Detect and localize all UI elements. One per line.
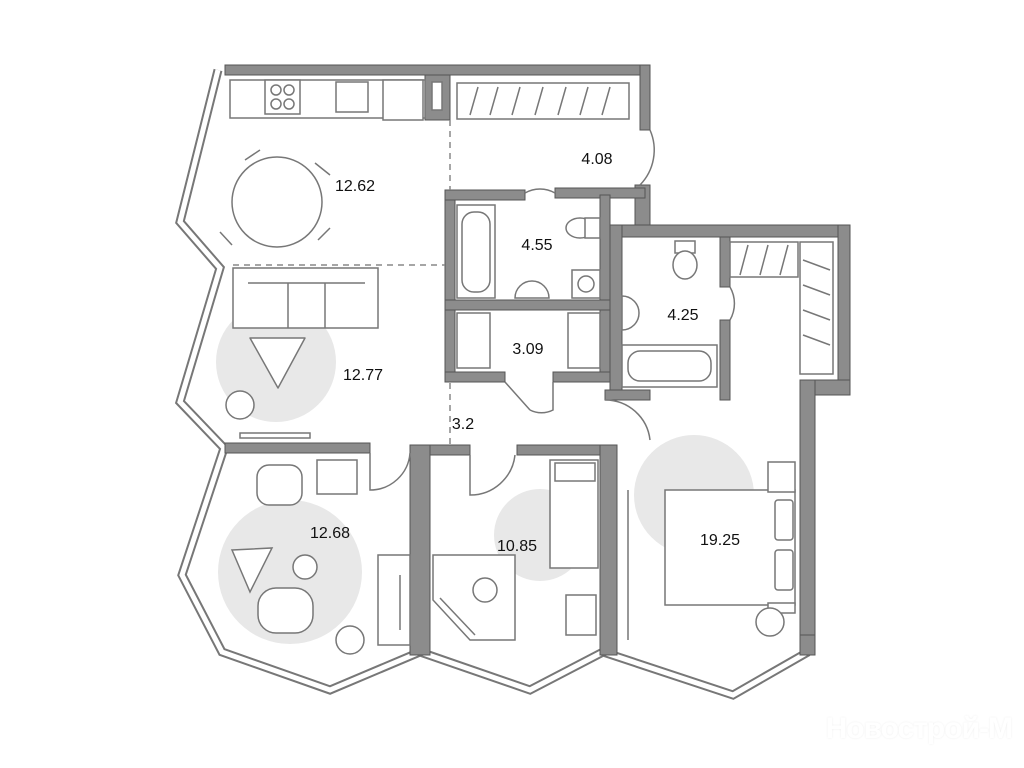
room-area-bedroom-small: 10.85: [496, 538, 538, 555]
room-area-living: 12.77: [342, 367, 384, 384]
doors: [369, 129, 736, 496]
zone-dividers: [233, 120, 451, 445]
living-furniture: [225, 267, 379, 439]
study-furniture: [230, 464, 411, 655]
watermark: Новострой-М: [825, 712, 1013, 745]
master-bedroom-furniture: [664, 461, 796, 637]
room-area-study: 12.68: [309, 525, 351, 542]
kitchen-furniture: [219, 79, 426, 248]
room-area-wardrobe: 3.09: [512, 341, 544, 358]
room-area-hall: 4.08: [581, 151, 613, 168]
bathroom-fixtures: [456, 204, 718, 388]
room-area-kitchen: 12.62: [334, 178, 376, 195]
walls: [224, 64, 851, 656]
wardrobes: [316, 82, 834, 636]
room-area-bedroom-master: 19.25: [699, 532, 741, 549]
small-bedroom-furniture: [432, 459, 629, 641]
room-area-bathroom-1: 4.55: [521, 237, 553, 254]
room-area-corridor: 3.2: [451, 416, 475, 433]
room-area-bathroom-2: 4.25: [667, 307, 699, 324]
